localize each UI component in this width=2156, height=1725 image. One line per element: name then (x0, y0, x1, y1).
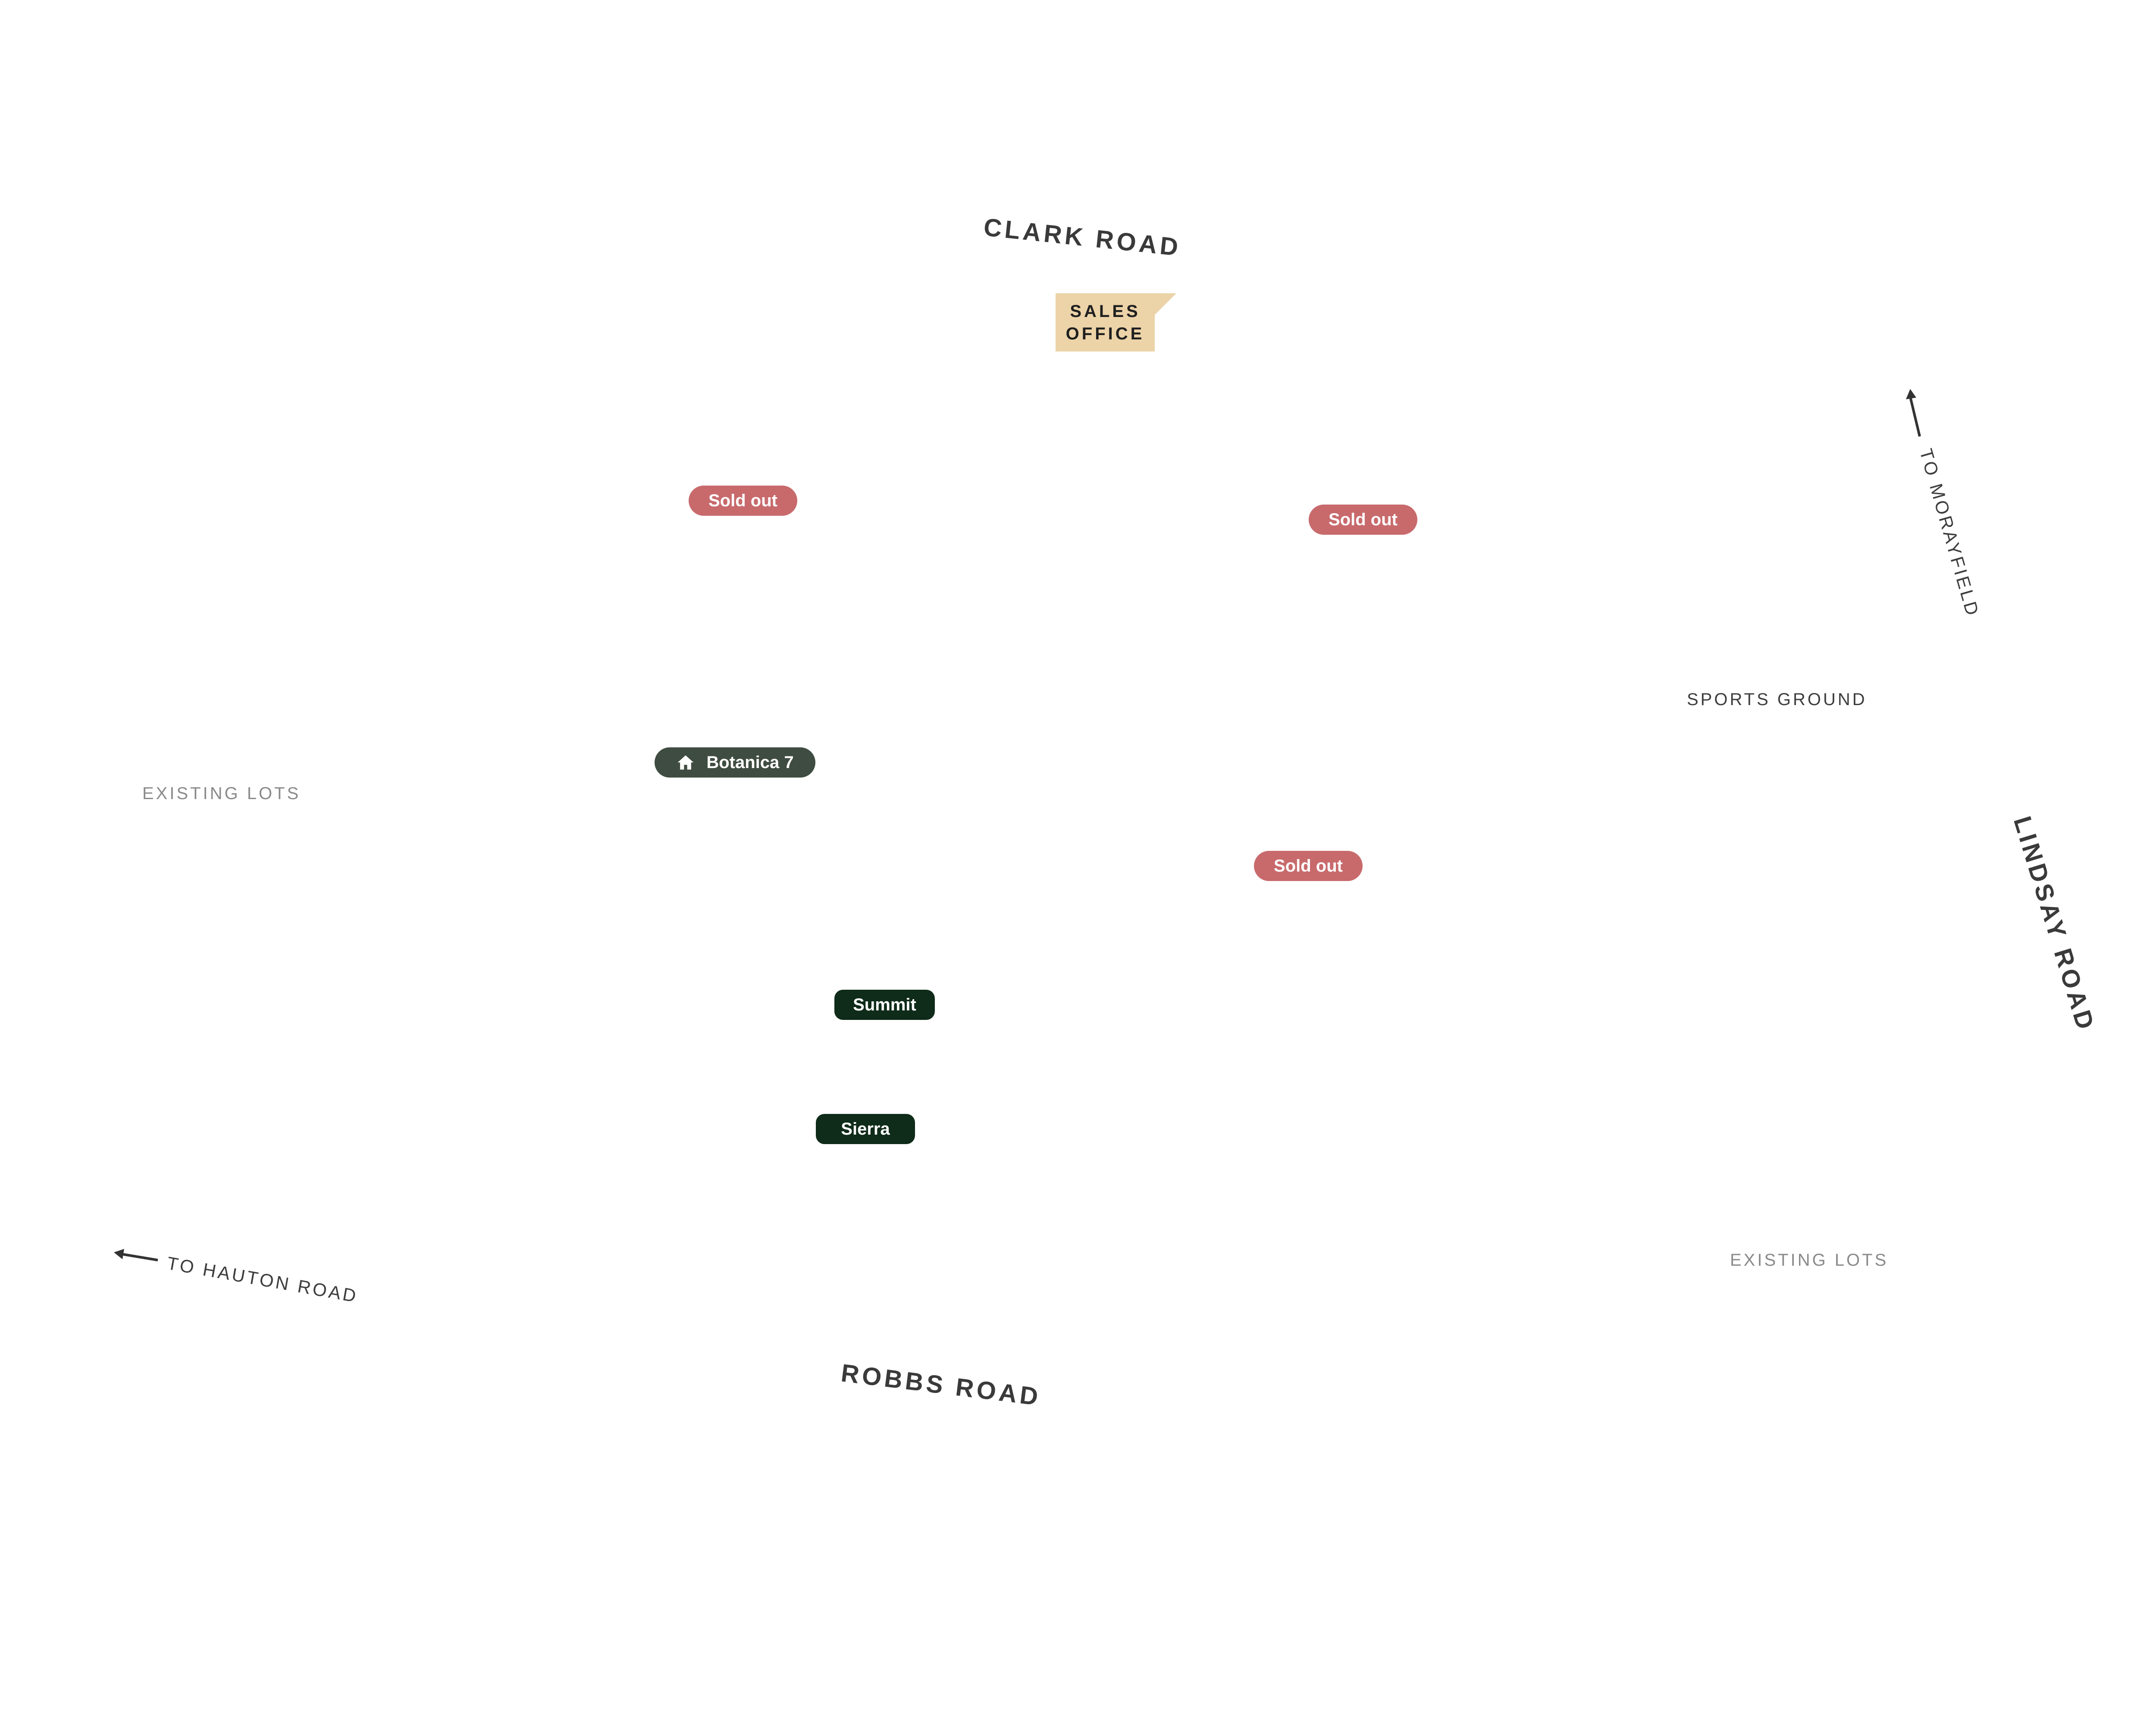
marker-label: Sold out (708, 491, 777, 510)
sold-out-marker[interactable]: Sold out (1254, 851, 1363, 881)
sales-office-flag (1155, 293, 1176, 315)
arrow-icon (1906, 389, 1921, 437)
arrow-icon (114, 1249, 158, 1261)
display-home-marker[interactable]: Botanica 7 (655, 747, 815, 778)
sierra-marker[interactable]: Sierra (816, 1114, 915, 1144)
marker-label: Sierra (841, 1119, 890, 1138)
to-morayfield-label: TO MORAYFIELD (1915, 446, 1984, 620)
marker-label: Botanica 7 (706, 753, 794, 772)
sold-out-marker[interactable]: Sold out (689, 486, 797, 516)
marker-label: Sold out (1274, 856, 1343, 875)
sold-out-marker[interactable]: Sold out (1309, 505, 1417, 535)
sales-office-line1: SALES (1070, 301, 1141, 321)
sales-office-line2: OFFICE (1065, 324, 1145, 343)
summit-marker[interactable]: Summit (834, 990, 935, 1020)
existing-lots-west-label: EXISTING LOTS (142, 784, 301, 803)
marker-label: Summit (853, 995, 916, 1014)
sports-ground-label: SPORTS GROUND (1687, 690, 1867, 709)
clark-road-label: CLARK ROAD (982, 213, 1183, 262)
to-hauton-road-label: TO HAUTON ROAD (165, 1253, 360, 1307)
marker-label: Sold out (1329, 510, 1398, 529)
home-icon (676, 753, 695, 772)
sales-office-tag[interactable]: SALES OFFICE (1056, 293, 1155, 351)
robbs-road-label: ROBBS ROAD (839, 1358, 1043, 1411)
lindsay-road-label: LINDSAY ROAD (2008, 813, 2100, 1035)
existing-lots-east-label: EXISTING LOTS (1730, 1251, 1889, 1270)
